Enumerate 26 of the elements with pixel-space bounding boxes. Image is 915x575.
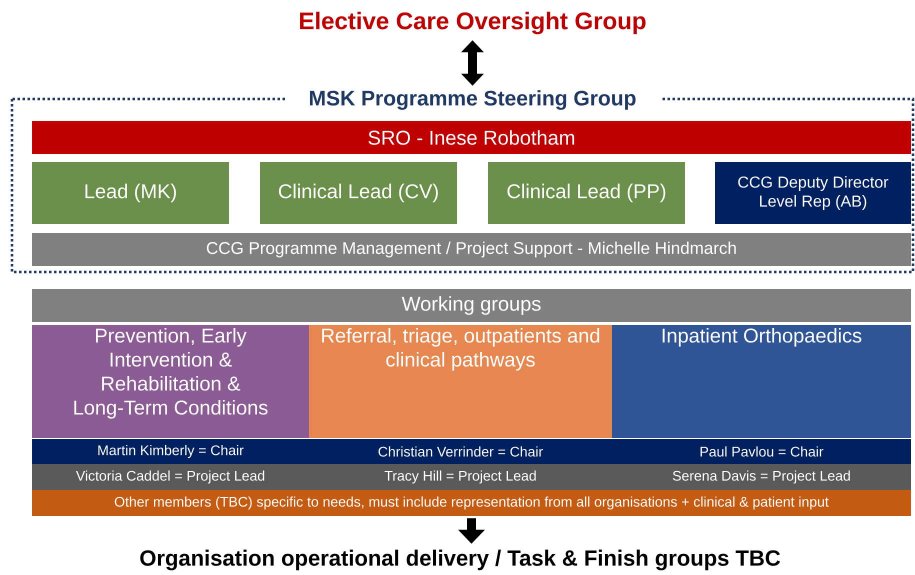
title-text: Elective Care Oversight Group (300, 12, 646, 34)
group-box: Referral, triage, outpatients and clinical pathways (309, 325, 612, 438)
header-bar: Working groups (32, 289, 911, 322)
group-box: Inpatient Orthopaedics (612, 325, 911, 438)
node-label: Christian Verrinder = Chair (378, 446, 543, 457)
role-box: Clinical Lead (PP) (488, 162, 685, 224)
node-label: Tracy Hill = Project Lead (384, 470, 536, 484)
chair-cell: Paul Pavlou = Chair (612, 439, 911, 464)
support-bar: CCG Programme Management / Project Support - Michelle Hindmarch (32, 233, 911, 266)
lead-cell: Victoria Caddel = Project Lead (32, 464, 309, 490)
role-box: Lead (MK) (32, 162, 229, 224)
chair-cell: Martin Kimberly = Chair (32, 439, 309, 464)
footer-text: Organisation operational delivery / Task & Finish groups TBC (140, 550, 780, 570)
role-box: CCG Deputy Director Level Rep (AB) (715, 162, 911, 224)
members-bar: Other members (TBC) specific to needs, must include representation from all organisations + clinical & patient input (32, 490, 911, 516)
chair-cell: Christian Verrinder = Chair (309, 439, 612, 464)
role-box: Clinical Lead (CV) (260, 162, 457, 224)
role-bar: SRO - Inese Robotham (32, 121, 911, 154)
node-label: Martin Kimberly = Chair (98, 444, 244, 458)
node-label: Serena Davis = Project Lead (672, 470, 850, 484)
lead-cell: Serena Davis = Project Lead (612, 464, 911, 490)
node-label: Paul Pavlou = Chair (700, 446, 824, 457)
group-box: Prevention, Early Intervention & Rehabilitation & Long-Term Conditions (32, 325, 309, 438)
node-label: Victoria Caddel = Project Lead (76, 470, 264, 484)
lead-cell: Tracy Hill = Project Lead (309, 464, 612, 490)
group-heading: MSK Programme Steering Group (285, 88, 660, 112)
